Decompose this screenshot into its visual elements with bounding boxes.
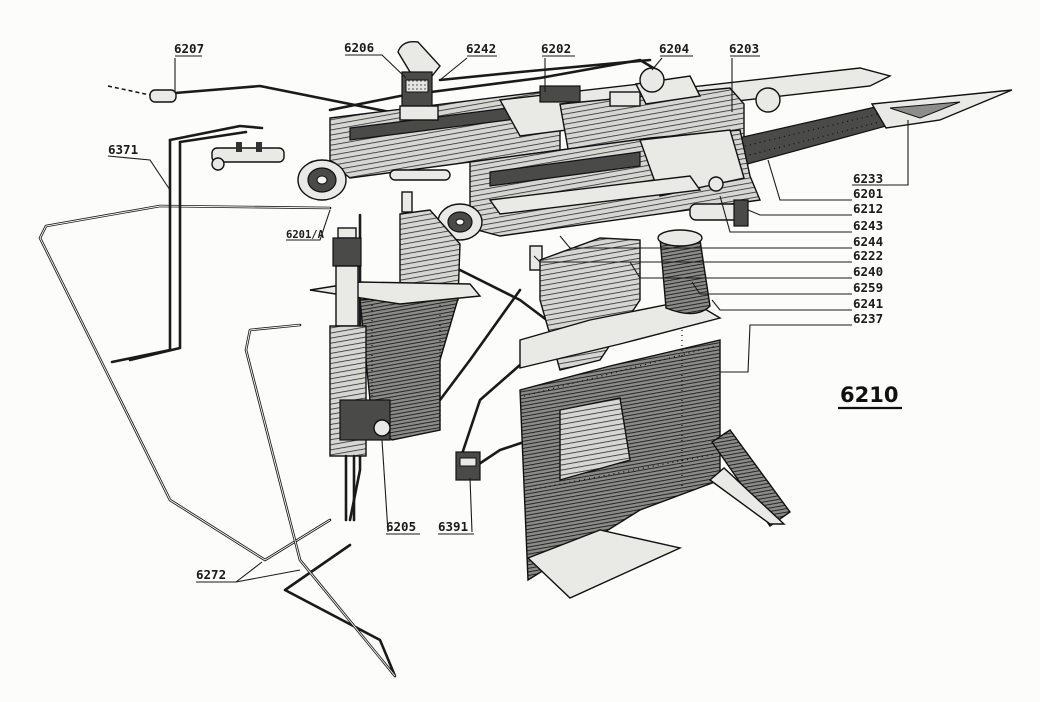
callout-6201: 6201 (853, 186, 883, 201)
junction-box-6391 (455, 451, 481, 481)
gun-lower (437, 89, 1013, 271)
mounting-structure (309, 209, 791, 599)
callout-6203: 6203 (729, 41, 759, 56)
callout-6371: 6371 (108, 142, 138, 157)
callout-6204: 6204 (659, 41, 689, 56)
figure-number-text: 6210 (840, 383, 898, 407)
figure-number: 6210 (838, 383, 902, 410)
callout-labels: 6207 6206 6242 6202 6204 6203 6371 6201/… (108, 40, 883, 582)
callout-6241: 6241 (853, 296, 883, 311)
callout-6205: 6205 (386, 519, 416, 534)
callout-6237: 6237 (853, 311, 883, 326)
callout-6391: 6391 (438, 519, 468, 534)
callout-6207: 6207 (174, 41, 204, 56)
callout-6272: 6272 (196, 567, 226, 582)
top-fittings (539, 67, 781, 113)
callout-6233: 6233 (853, 171, 883, 186)
charging-cylinder-6205 (329, 227, 391, 522)
callout-6222: 6222 (853, 248, 883, 263)
fitting-6207 (107, 85, 177, 103)
callout-6240: 6240 (853, 264, 883, 279)
callout-6212: 6212 (853, 201, 883, 216)
solenoid-6206 (397, 41, 441, 121)
callout-6202: 6202 (541, 41, 571, 56)
leader-lines (107, 54, 909, 583)
callout-6243: 6243 (853, 218, 883, 233)
callout-6242: 6242 (466, 41, 496, 56)
callout-6244: 6244 (853, 234, 883, 249)
callout-6201a: 6201/A (286, 229, 325, 241)
callout-6206: 6206 (344, 40, 374, 55)
pipe-network (38, 58, 662, 678)
connector-6371 (211, 142, 285, 171)
callout-6259: 6259 (853, 280, 883, 295)
